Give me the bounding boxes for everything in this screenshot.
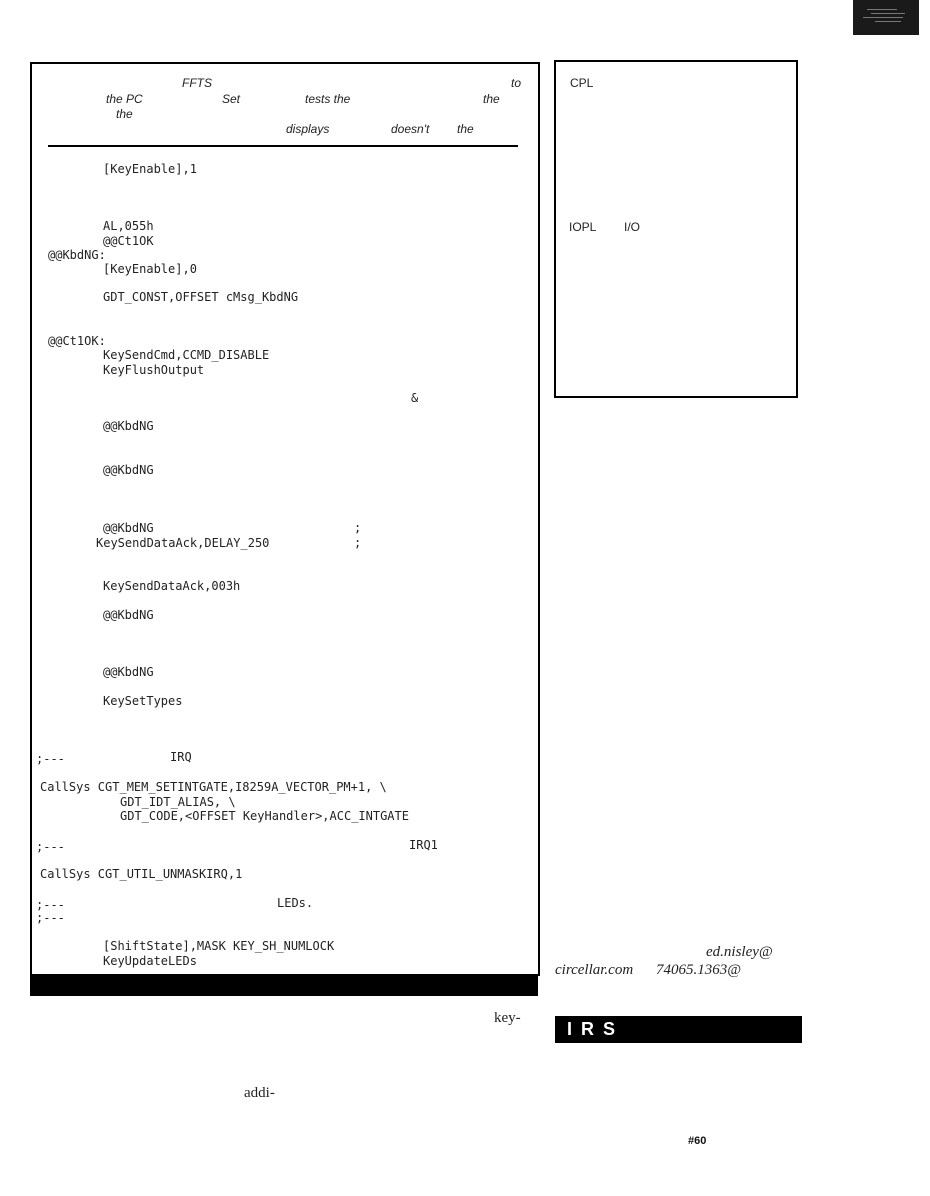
irs-banner-label: IRS	[567, 1019, 625, 1039]
code-line: &	[411, 391, 419, 405]
caption-fragment: tests the	[305, 92, 351, 106]
code-line: CallSys CGT_UTIL_UNMASKIRQ,1	[40, 867, 243, 881]
code-line: @@Ct1OK	[103, 234, 154, 248]
sidebar-term: CPL	[570, 76, 594, 90]
corner-tab-decoration	[853, 0, 919, 35]
code-line: ;---	[36, 911, 65, 925]
code-line: KeySendDataAck,DELAY_250	[96, 536, 270, 550]
caption-fragment: displays	[286, 122, 330, 136]
caption-fragment: FFTS	[182, 76, 212, 90]
code-line: KeySetTypes	[103, 694, 183, 708]
sidebar-box	[554, 60, 798, 398]
sidebar-term: IOPL	[569, 220, 597, 234]
caption-fragment: to	[511, 76, 522, 90]
code-line: @@KbdNG:	[48, 248, 106, 262]
caption-fragment: the PC	[106, 92, 143, 106]
code-line: @@KbdNG	[103, 665, 154, 679]
contact-fragment: circellar.com	[555, 962, 634, 978]
code-line: ;	[354, 536, 362, 550]
irs-banner: IRS	[555, 1016, 802, 1043]
code-line: GDT_CODE,<OFFSET KeyHandler>,ACC_INTGATE	[120, 809, 409, 823]
caption-fragment: the	[457, 122, 474, 136]
body-fragment: addi-	[244, 1085, 275, 1101]
page-number: #60	[688, 1135, 707, 1147]
code-line: @@KbdNG	[103, 463, 154, 477]
code-line: GDT_CONST,OFFSET cMsg_KbdNG	[103, 290, 299, 304]
code-line: ;	[354, 521, 362, 535]
caption-fragment: the	[116, 107, 133, 121]
code-line: ;---	[36, 752, 65, 766]
code-line: CallSys CGT_MEM_SETINTGATE,I8259A_VECTOR…	[40, 780, 387, 794]
code-line: @@KbdNG	[103, 419, 154, 433]
code-line: KeySendDataAck,003h	[103, 579, 241, 593]
code-line: AL,055h	[103, 219, 154, 233]
code-line: [KeyEnable],0	[103, 262, 197, 276]
sidebar-term: I/O	[624, 220, 641, 234]
contact-fragment: 74065.1363@	[656, 962, 742, 978]
code-line: ;---	[36, 840, 65, 854]
body-fragment: key-	[494, 1010, 521, 1026]
caption-fragment: the	[483, 92, 500, 106]
code-line: GDT_IDT_ALIAS, \	[120, 795, 236, 809]
code-line: KeyUpdateLEDs	[103, 954, 197, 968]
caption-fragment: doesn't	[391, 122, 430, 136]
code-line: [ShiftState],MASK KEY_SH_NUMLOCK	[103, 939, 335, 953]
code-line: KeyFlushOutput	[103, 363, 205, 377]
code-line: ;---	[36, 898, 65, 912]
code-line: IRQ	[170, 750, 192, 764]
code-line: @@KbdNG	[103, 608, 154, 622]
listing-footer-bar	[30, 974, 538, 996]
code-line: IRQ1	[409, 838, 438, 852]
code-line: LEDs.	[277, 896, 314, 910]
listing-caption-divider	[48, 145, 518, 147]
caption-fragment: Set	[222, 92, 241, 106]
contact-fragment: ed.nisley@	[706, 944, 773, 960]
code-listing-frame	[30, 62, 540, 976]
code-line: @@KbdNG	[103, 521, 154, 535]
code-line: KeySendCmd,CCMD_DISABLE	[103, 348, 270, 362]
code-line: [KeyEnable],1	[103, 162, 197, 176]
code-line: @@Ct1OK:	[48, 334, 106, 348]
